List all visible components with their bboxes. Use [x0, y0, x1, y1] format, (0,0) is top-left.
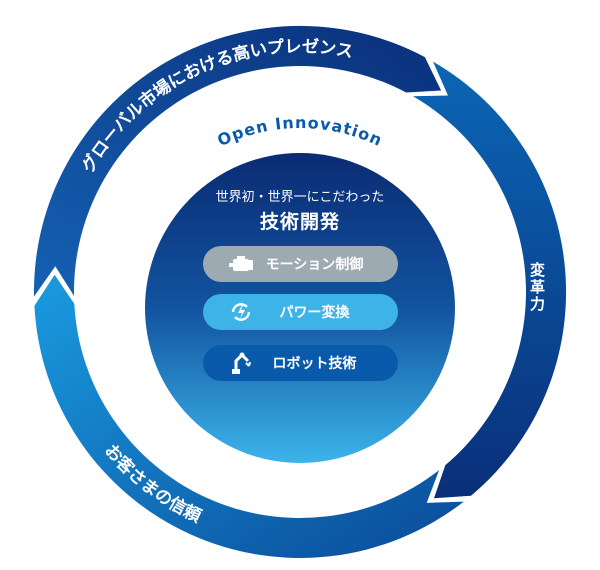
ring-segment-global-presence — [33, 25, 442, 297]
ring-label-right: 変革力 — [528, 262, 546, 313]
pill-power-conversion: パワー変換 — [203, 294, 398, 330]
motor-icon — [221, 256, 261, 272]
core-subtitle: 世界初・世界一にこだわった — [215, 190, 385, 205]
open-innovation-label: Open Innovation — [214, 113, 385, 150]
ring-segment-transformation — [413, 61, 567, 499]
pill-robot-technology: ロボット技術 — [203, 345, 398, 381]
core-title: 技術開発 — [259, 211, 340, 233]
robot-arm-icon — [221, 351, 261, 375]
pill-motion-control: モーション制御 — [203, 246, 398, 282]
ring-label-bottom: お客さまの信頼 — [100, 441, 205, 528]
power-conversion-icon — [221, 300, 261, 324]
ring-segment-customer-trust — [34, 274, 464, 558]
